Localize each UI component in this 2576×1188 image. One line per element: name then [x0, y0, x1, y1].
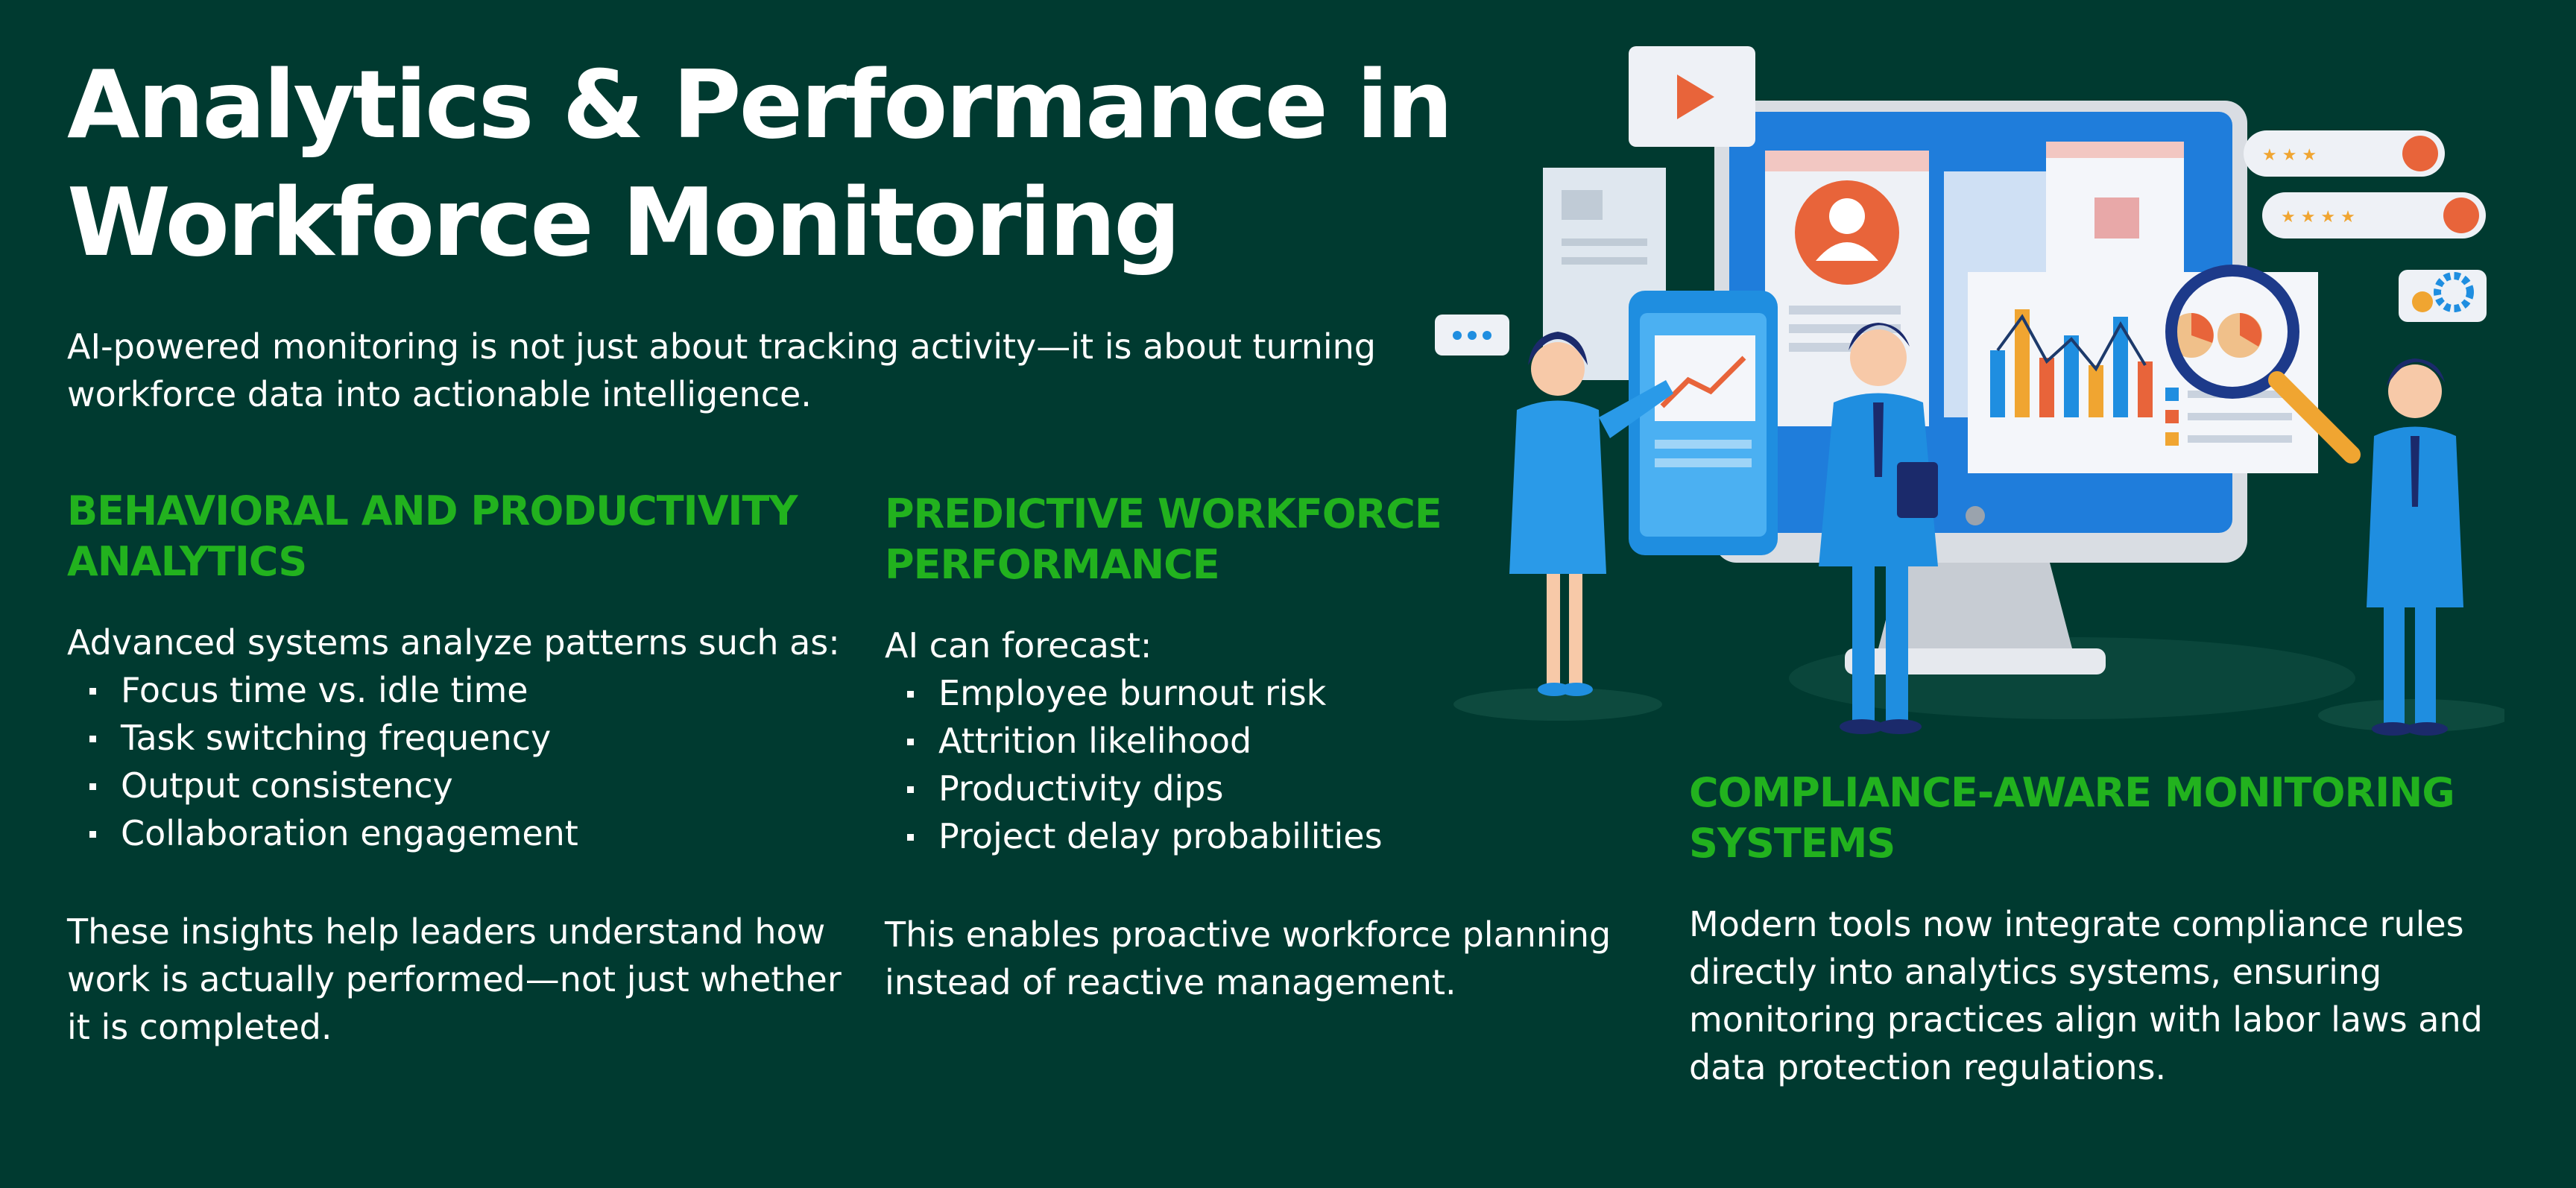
section-heading: BEHAVIORAL AND PRODUCTIVITY ANALYTICS	[67, 486, 857, 587]
list-item: Task switching frequency	[67, 714, 857, 762]
list-item: Focus time vs. idle time	[67, 666, 857, 714]
intro-text: AI-powered monitoring is not just about …	[67, 323, 1409, 418]
heading-line: SYSTEMS	[1689, 820, 1895, 867]
list-item: Attrition likelihood	[885, 717, 1675, 765]
dashboard-card	[1968, 272, 2318, 473]
play-icon	[1629, 46, 1755, 147]
intro-line: workforce data into actionable intellige…	[67, 374, 812, 414]
body-line: monitoring practices align with labor la…	[1689, 999, 2483, 1040]
body-line: This enables proactive workforce plannin…	[885, 914, 1611, 955]
section-heading: PREDICTIVE WORKFORCE PERFORMANCE	[885, 489, 1675, 590]
workforce-analytics-illustration: ★ ★ ★ ★ ★ ★ ★	[1435, 46, 2504, 736]
section-body: These insights help leaders understand h…	[67, 908, 857, 1051]
smartphone	[1629, 291, 1778, 555]
body-line: Modern tools now integrate compliance ru…	[1689, 904, 2464, 944]
body-line: it is completed.	[67, 1007, 332, 1047]
magnifier-icon	[2165, 265, 2361, 464]
body-line: directly into analytics systems, ensurin…	[1689, 952, 2382, 992]
list-item: Output consistency	[67, 762, 857, 809]
section-behavioral-analytics: BEHAVIORAL AND PRODUCTIVITY ANALYTICS Ad…	[67, 486, 857, 1051]
page-title: Analytics & Performance in Workforce Mon…	[67, 46, 1483, 282]
body-line: data protection regulations.	[1689, 1047, 2167, 1087]
bullet-list: Employee burnout risk Attrition likeliho…	[885, 669, 1675, 860]
section-body: Modern tools now integrate compliance ru…	[1689, 900, 2554, 1091]
list-item: Productivity dips	[885, 765, 1675, 812]
title-line: Analytics & Performance in	[67, 50, 1453, 159]
person-woman	[1509, 332, 1673, 696]
list-item: Collaboration engagement	[67, 809, 857, 857]
person-man	[1819, 323, 1938, 734]
svg-text:★ ★ ★: ★ ★ ★	[2262, 146, 2317, 165]
person-man	[2367, 358, 2463, 736]
heading-line: COMPLIANCE-AWARE MONITORING	[1689, 769, 2455, 816]
section-body: This enables proactive workforce plannin…	[885, 911, 1675, 1006]
star-rating-icon: ★ ★ ★ ★ ★ ★ ★	[2244, 130, 2486, 238]
gear-icon	[2399, 270, 2487, 322]
floor-shadow	[2318, 699, 2504, 732]
chat-bubble-icon	[1435, 315, 1509, 356]
section-predictive-performance: PREDICTIVE WORKFORCE PERFORMANCE AI can …	[885, 489, 1675, 1006]
title-line: Workforce Monitoring	[67, 168, 1181, 277]
body-line: work is actually performed—not just whet…	[67, 959, 842, 999]
trend-arrow-icon	[1660, 356, 1746, 408]
svg-text:★ ★ ★ ★: ★ ★ ★ ★	[2281, 208, 2355, 227]
bullet-list: Focus time vs. idle time Task switching …	[67, 666, 857, 857]
section-lead: Advanced systems analyze patterns such a…	[67, 622, 840, 663]
heading-line: BEHAVIORAL AND PRODUCTIVITY	[67, 487, 798, 534]
section-lead: AI can forecast:	[885, 625, 1152, 666]
intro-line: AI-powered monitoring is not just about …	[67, 326, 1376, 367]
floor-shadow	[1453, 688, 1662, 721]
heading-line: PREDICTIVE WORKFORCE	[885, 490, 1442, 537]
profile-card	[1765, 151, 1929, 426]
bar-chart-icon	[1990, 309, 2153, 417]
heading-line: PERFORMANCE	[885, 541, 1220, 588]
list-item: Employee burnout risk	[885, 669, 1675, 717]
body-line: instead of reactive management.	[885, 962, 1456, 1002]
section-compliance-monitoring: COMPLIANCE-AWARE MONITORING SYSTEMS Mode…	[1689, 768, 2554, 1091]
heading-line: ANALYTICS	[67, 538, 307, 585]
body-line: These insights help leaders understand h…	[67, 911, 826, 952]
section-heading: COMPLIANCE-AWARE MONITORING SYSTEMS	[1689, 768, 2554, 869]
list-item: Project delay probabilities	[885, 812, 1675, 860]
